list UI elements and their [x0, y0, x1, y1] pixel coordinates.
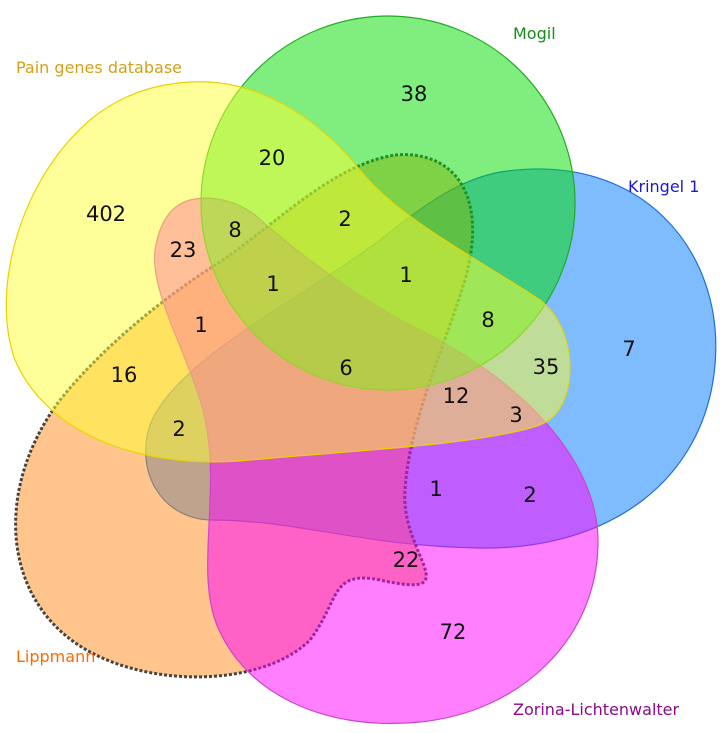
region-count-mogil-lippmann: 2: [338, 207, 351, 231]
set-label-zorina: Zorina-Lichtenwalter: [513, 700, 680, 719]
region-count-pain-kringel-lippmann: 2: [172, 417, 185, 441]
region-count-mogil-kringel-lippmann: 1: [399, 263, 412, 287]
region-count-pain-only: 402: [86, 202, 126, 226]
region-count-pain-zorina-lippmann: 1: [194, 313, 207, 337]
set-label-kringel: Kringel 1: [628, 177, 699, 196]
region-count-mogil-only: 38: [401, 82, 428, 106]
region-count-pain-kringel-zorina: 3: [509, 403, 522, 427]
region-count-pain-mogil-zorina: 8: [228, 218, 241, 242]
region-count-pain-mogil: 20: [259, 146, 286, 170]
region-count-all-five: 6: [339, 356, 352, 380]
set-label-pain: Pain genes database: [16, 58, 182, 77]
region-count-pain-mogil-kringel: 35: [533, 355, 560, 379]
region-count-zorina-only: 72: [440, 620, 467, 644]
set-label-lippmann: Lippmann: [16, 647, 95, 666]
region-count-zorina-lippmann: 22: [393, 548, 420, 572]
region-count-kringel-only: 7: [622, 337, 635, 361]
set-label-mogil: Mogil: [513, 24, 556, 43]
region-count-kringel-zorina: 2: [523, 483, 536, 507]
region-count-mogil-kringel: 8: [481, 308, 494, 332]
region-count-kringel-zorina-lippmann-pain: 12: [443, 384, 470, 408]
region-count-pain-zorina: 23: [170, 238, 197, 262]
region-count-kringel-zorina-lippmann: 1: [429, 477, 442, 501]
region-count-pain-mogil-zorina-lippmann: 1: [266, 272, 279, 296]
set-pain-shape: [5, 81, 571, 463]
region-count-lippmann-only: 16: [111, 363, 138, 387]
